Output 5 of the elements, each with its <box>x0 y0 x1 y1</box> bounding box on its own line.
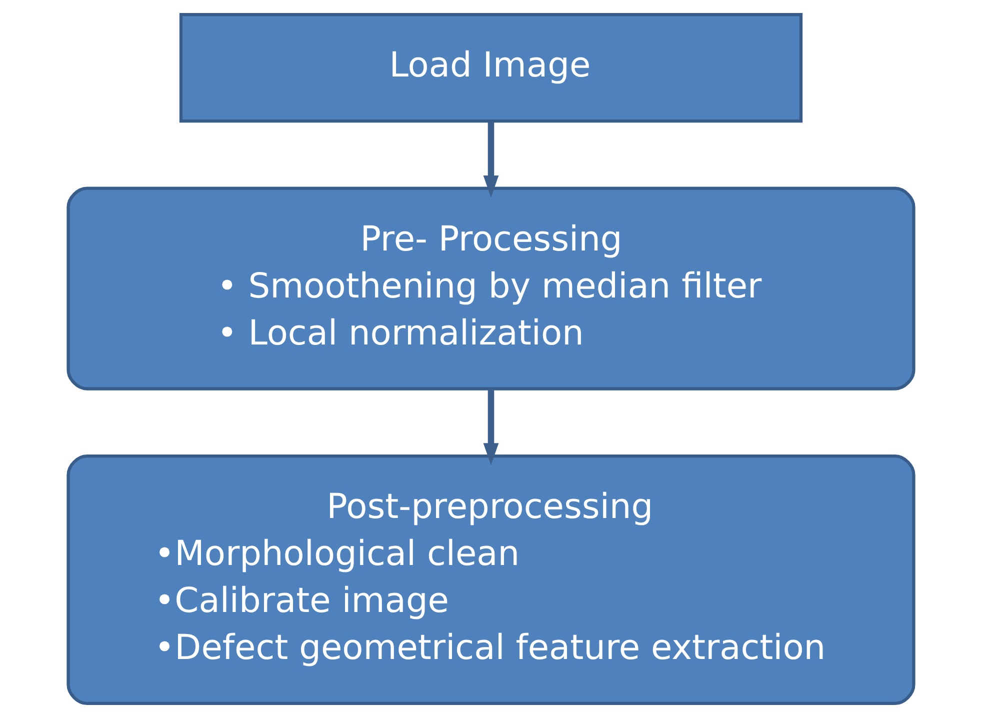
arrow <box>483 121 499 198</box>
node-box: Pre- Processing • Smoothening by median filter • Local normalization <box>66 186 916 390</box>
arrow <box>483 388 499 466</box>
node-box: Load Image <box>179 12 803 123</box>
node-box: Post-preprocessing •Morphological clean •Calibrate image •Defect geometrical feature extraction <box>66 454 916 706</box>
